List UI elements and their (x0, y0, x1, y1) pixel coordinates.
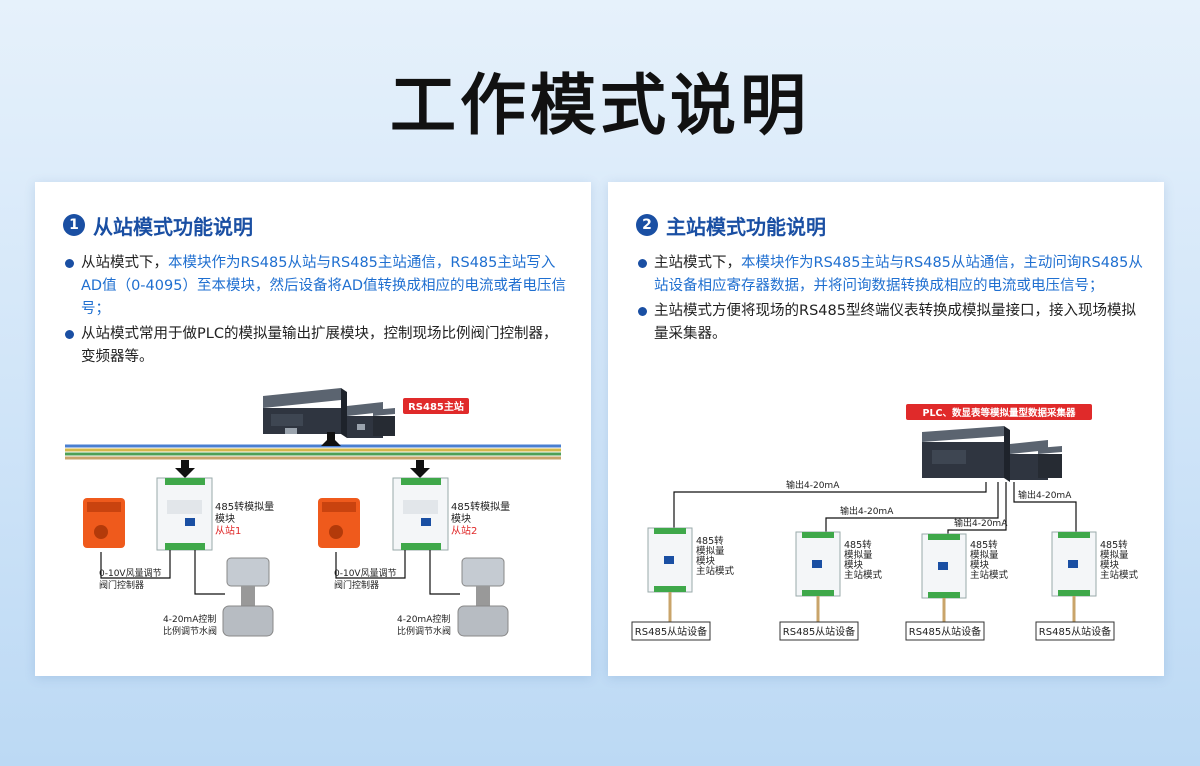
rs485-master-tag (403, 398, 469, 414)
rs485-cables (668, 592, 1076, 622)
data-collector-icon (922, 426, 1062, 482)
damper-actuator-icon (83, 498, 125, 548)
svg-text:模块: 模块 (696, 555, 716, 567)
valve-label: 4-20mA控制 (397, 613, 450, 625)
slave-device-label: RS485从站设备 (909, 625, 981, 638)
output-label: 输出4-20mA (840, 505, 894, 517)
valve-label: 比例调节水阀 (397, 625, 451, 637)
svg-text:主站模式: 主站模式 (970, 569, 1009, 581)
svg-text:模拟量: 模拟量 (1100, 549, 1129, 561)
svg-text:模块: 模块 (844, 559, 864, 571)
master-mode-panel: 2 主站模式功能说明 主站模式下，本模块作为RS485主站与RS485从站通信，… (608, 182, 1164, 676)
rs485-slave-device (1035, 621, 1115, 641)
damper-actuator-icon (318, 498, 360, 548)
damper-label: 阀门控制器 (99, 579, 144, 591)
module-label: 485转模拟量 (451, 500, 510, 513)
module-label: 模块 (215, 513, 235, 525)
rs485-slave-device (905, 621, 985, 641)
converter-module-icon (921, 533, 967, 599)
module-label: 485转模拟量 (215, 500, 274, 513)
slave-mode-description: 从站模式下，本模块作为RS485从站与RS485主站通信，RS485主站写入AD… (63, 252, 571, 371)
output-label: 输出4-20mA (1018, 489, 1072, 501)
arrow-down-icon (175, 468, 195, 478)
svg-text:模拟量: 模拟量 (696, 545, 725, 557)
slave-device-label: RS485从站设备 (783, 625, 855, 638)
slave-mode-diagram: RS485主站 485转模拟量 模块 从站1 (65, 388, 561, 637)
svg-text:主站模式: 主站模式 (1100, 569, 1139, 581)
rs485-slave-device (631, 621, 711, 641)
wiring (100, 550, 460, 595)
section-title: 从站模式功能说明 (93, 214, 253, 239)
damper-label: 阀门控制器 (334, 579, 379, 591)
svg-text:485转: 485转 (1100, 539, 1128, 551)
valve-label: 比例调节水阀 (163, 625, 217, 637)
valve-label: 4-20mA控制 (163, 613, 216, 625)
water-valve-icon (222, 557, 274, 637)
svg-text:485转: 485转 (844, 539, 872, 551)
slave2-label: 从站2 (451, 524, 477, 537)
bullet-item: 从站模式下，本模块作为RS485从站与RS485主站通信，RS485主站写入AD… (63, 252, 571, 321)
collector-tag (906, 404, 1092, 420)
bullet-item: 从站模式常用于做PLC的模拟量输出扩展模块，控制现场比例阀门控制器，变频器等。 (63, 323, 571, 369)
converter-module-icon (647, 527, 693, 593)
svg-text:模拟量: 模拟量 (970, 549, 999, 561)
slave-mode-heading: 1 从站模式功能说明 (63, 210, 253, 240)
rs485-slave-device (779, 621, 859, 641)
svg-text:模块: 模块 (970, 559, 990, 571)
section-number-badge: 1 (63, 214, 85, 236)
master-mode-description: 主站模式下，本模块作为RS485主站与RS485从站通信，主动问询RS485从站… (636, 252, 1144, 348)
arrow-down-icon (410, 468, 430, 478)
converter-module-icon (156, 477, 213, 551)
rs485-master-label: RS485主站 (408, 400, 464, 413)
module-labels: 485转 模拟量 模块 主站模式 485转 模拟量 模块 主站模式 485转 模… (696, 535, 1139, 581)
section-title: 主站模式功能说明 (666, 214, 826, 239)
slave1-label: 从站1 (215, 524, 241, 537)
slave-device-label: RS485从站设备 (1039, 625, 1111, 638)
rs485-bus-cables (65, 444, 561, 460)
converter-module-icon (392, 477, 449, 551)
output-label: 输出4-20mA (954, 517, 1008, 529)
damper-label: 0-10V风量调节 (334, 568, 397, 579)
slave-mode-panel: 1 从站模式功能说明 从站模式下，本模块作为RS485从站与RS485主站通信，… (35, 182, 591, 676)
svg-text:主站模式: 主站模式 (696, 565, 735, 577)
svg-text:485转: 485转 (970, 539, 998, 551)
output-wiring (673, 482, 1077, 536)
bullet-item: 主站模式下，本模块作为RS485主站与RS485从站通信，主动问询RS485从站… (636, 252, 1144, 298)
slave-device-label: RS485从站设备 (635, 625, 707, 638)
page-title: 工作模式说明 (390, 67, 810, 144)
water-valve-icon (457, 557, 509, 637)
module-label: 模块 (451, 513, 471, 525)
section-number-badge: 2 (636, 214, 658, 236)
converter-module-icon (1051, 531, 1097, 597)
converter-module-icon (795, 531, 841, 597)
bullet-item: 主站模式方便将现场的RS485型终端仪表转换成模拟量接口，接入现场模拟量采集器。 (636, 300, 1144, 346)
master-mode-heading: 2 主站模式功能说明 (636, 210, 826, 240)
output-label: 输出4-20mA (786, 479, 840, 491)
svg-text:主站模式: 主站模式 (844, 569, 883, 581)
damper-label: 0-10V风量调节 (99, 568, 162, 579)
svg-text:模块: 模块 (1100, 559, 1120, 571)
svg-text:485转: 485转 (696, 535, 724, 547)
svg-text:模拟量: 模拟量 (844, 549, 873, 561)
plc-master-icon (263, 388, 395, 438)
collector-label: PLC、数显表等模拟量型数据采集器 (923, 407, 1076, 419)
master-mode-diagram: PLC、数显表等模拟量型数据采集器 输出4-20mA 输出4-20mA 输出4-… (631, 404, 1139, 641)
